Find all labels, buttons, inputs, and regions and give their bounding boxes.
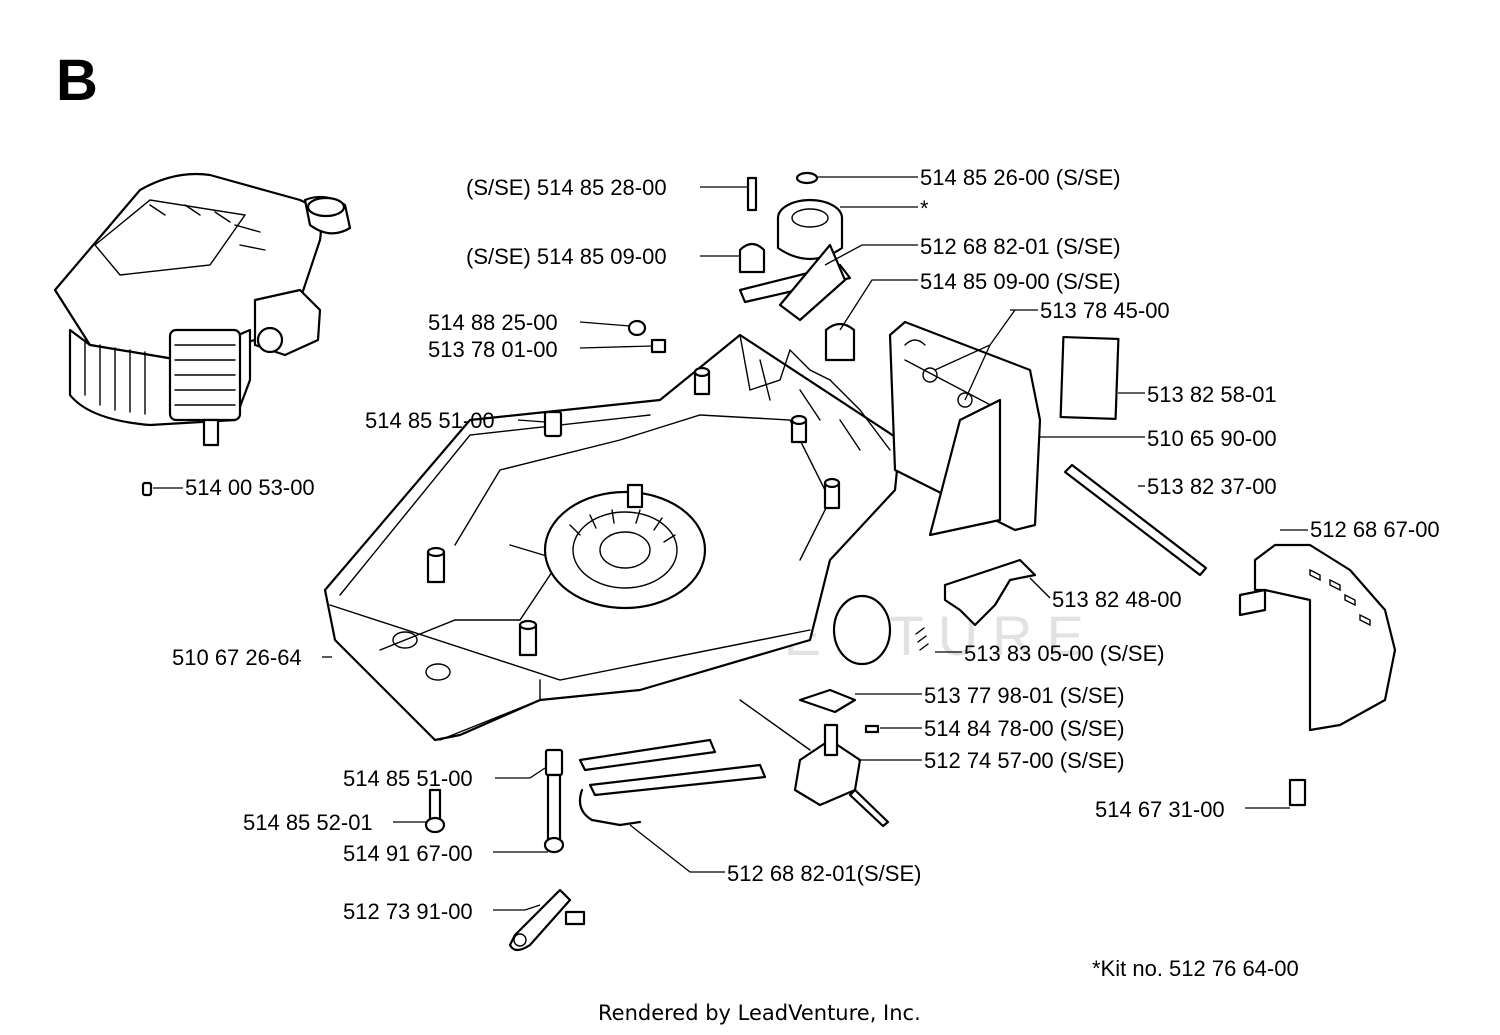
gasket-plate — [798, 688, 857, 714]
part-labels: (S/SE) 514 85 28-00 514 85 26-00 (S/SE) … — [172, 165, 1440, 981]
part-label: 514 85 09-00 (S/SE) — [920, 269, 1121, 294]
bolt-514673100 — [1288, 778, 1307, 807]
key-pin — [864, 724, 880, 734]
part-label: 512 68 82-01(S/SE) — [727, 861, 921, 886]
part-label: 514 85 52-01 — [243, 810, 373, 835]
part-label: 513 82 58-01 — [1147, 382, 1277, 407]
bushing-514855100a — [543, 410, 563, 438]
part-label: 512 74 57-00 (S/SE) — [924, 748, 1125, 773]
section-letter: B — [56, 48, 98, 113]
part-label: 514 84 78-00 (S/SE) — [924, 716, 1125, 741]
part-label: 513 82 48-00 — [1052, 587, 1182, 612]
part-label: 513 77 98-01 (S/SE) — [924, 683, 1125, 708]
engine-illustration — [53, 172, 352, 447]
bolt-514855201 — [428, 788, 442, 822]
plug-514005300 — [141, 481, 153, 497]
part-label: 514 00 53-00 — [185, 475, 315, 500]
clip-513780100 — [650, 338, 667, 354]
part-label: 514 85 51-00 — [343, 766, 473, 791]
part-label: 513 82 37-00 — [1147, 474, 1277, 499]
kit-note: *Kit no. 512 76 64-00 — [1092, 956, 1299, 981]
belt-512688201b — [578, 738, 767, 827]
part-label: 513 83 05-00 (S/SE) — [964, 641, 1165, 666]
bushing-514855100b — [544, 748, 564, 777]
part-label: 513 78 45-00 — [1040, 298, 1170, 323]
part-label: 513 78 01-00 — [428, 337, 558, 362]
axle-rod — [1063, 463, 1208, 577]
mower-deck-illustration — [323, 333, 902, 742]
height-adjust-lever — [943, 558, 1037, 627]
leader-lines — [153, 176, 1308, 911]
nut-514852600 — [795, 171, 819, 185]
part-label: (S/SE) 514 85 28-00 — [466, 175, 667, 200]
kit-star-marker: * — [920, 196, 929, 221]
part-label: 510 67 26-64 — [172, 645, 302, 670]
part-label: 514 88 25-00 — [428, 310, 558, 335]
bolt-514916700 — [546, 773, 562, 842]
footer-credit: Rendered by LeadVenture, Inc. — [598, 1001, 921, 1025]
bracket-512739100 — [508, 888, 586, 952]
washer-514882500 — [627, 319, 647, 337]
part-label: 512 73 91-00 — [343, 899, 473, 924]
part-label: 514 85 26-00 (S/SE) — [920, 165, 1121, 190]
bushing-514850900b — [824, 322, 856, 362]
part-label: (S/SE) 514 85 09-00 — [466, 244, 667, 269]
part-label: 512 68 67-00 — [1310, 517, 1440, 542]
part-label: 514 67 31-00 — [1095, 797, 1225, 822]
label-sticker — [1059, 335, 1120, 421]
rear-guard-flap — [1253, 543, 1397, 732]
part-label: 514 91 67-00 — [343, 841, 473, 866]
spring-icon — [915, 627, 929, 651]
bolt-514852800 — [746, 176, 758, 212]
part-label: 514 85 51-00 — [365, 408, 495, 433]
part-label: 512 68 82-01 (S/SE) — [920, 234, 1121, 259]
gear-drive-illustration — [739, 699, 890, 828]
part-label: 510 65 90-00 — [1147, 426, 1277, 451]
bushing-514850900a — [738, 242, 766, 274]
grass-bag-frame-illustration — [888, 320, 1042, 537]
